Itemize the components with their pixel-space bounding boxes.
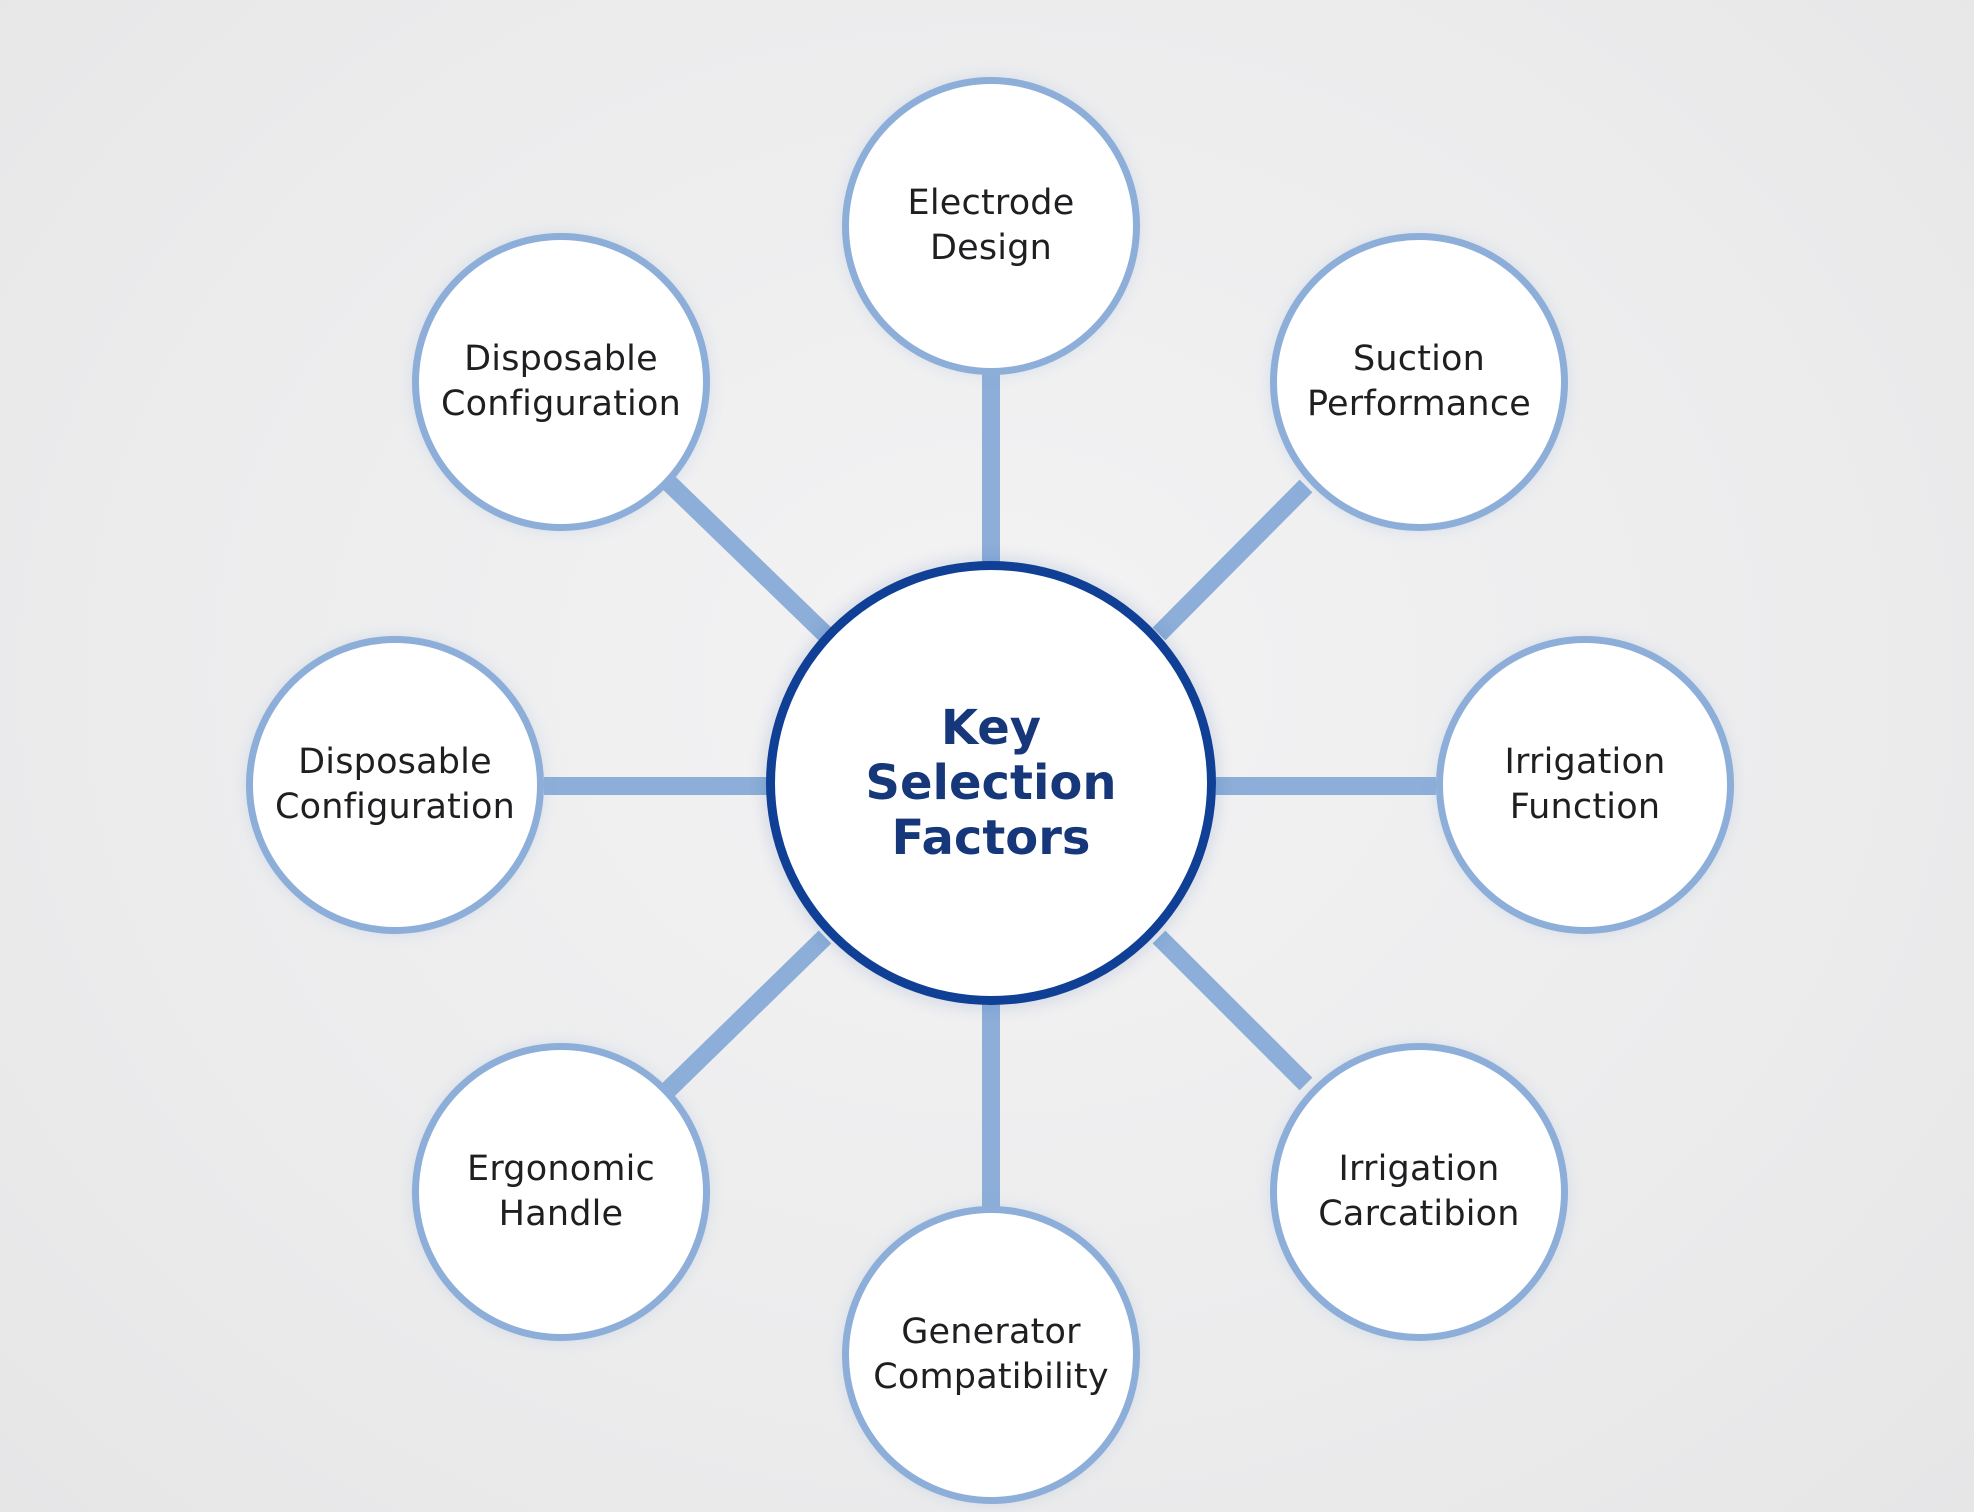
node-label: Ergonomic Handle — [467, 1147, 655, 1237]
node-disposable-configuration-left: Disposable Configuration — [246, 636, 544, 934]
central-label-line: Key — [940, 699, 1042, 756]
node-label-line: Configuration — [441, 384, 681, 424]
node-label: Irrigation Carcatibion — [1318, 1147, 1519, 1237]
node-label-line: Generator — [901, 1312, 1081, 1352]
node-label: Suction Performance — [1307, 337, 1531, 427]
node-ergonomic-handle: Ergonomic Handle — [412, 1043, 710, 1341]
central-node-label: Key Selection Factors — [865, 699, 1117, 866]
central-label-line: Factors — [891, 809, 1091, 866]
node-label-line: Performance — [1307, 384, 1531, 424]
central-label-line: Selection — [865, 754, 1117, 811]
node-label: Electrode Design — [908, 181, 1075, 271]
node-label: Disposable Configuration — [441, 337, 681, 427]
node-electrode-design: Electrode Design — [842, 77, 1140, 375]
node-label-line: Configuration — [275, 787, 515, 827]
node-label-line: Ergonomic — [467, 1149, 655, 1189]
node-label-line: Disposable — [298, 742, 492, 782]
node-label-line: Irrigation — [1338, 1149, 1500, 1189]
connector-disposable-configuration-top-left — [660, 474, 832, 641]
connector-irrigation-carcatibion — [1152, 930, 1313, 1091]
node-label: Generator Compatibility — [873, 1310, 1108, 1400]
node-irrigation-carcatibion: Irrigation Carcatibion — [1270, 1043, 1568, 1341]
node-label-line: Electrode — [907, 183, 1075, 223]
node-label-line: Function — [1509, 787, 1661, 827]
node-generator-compatibility: Generator Compatibility — [842, 1206, 1140, 1504]
node-label-line: Carcatibion — [1318, 1194, 1520, 1234]
node-label: Irrigation Function — [1505, 740, 1666, 830]
node-label-line: Handle — [498, 1194, 624, 1234]
node-label-line: Suction — [1352, 339, 1486, 379]
node-label-line: Disposable — [464, 339, 658, 379]
node-label-line: Irrigation — [1504, 742, 1666, 782]
connector-suction-performance — [1152, 479, 1313, 641]
node-disposable-configuration-top-left: Disposable Configuration — [412, 233, 710, 531]
connector-ergonomic-handle — [660, 930, 832, 1098]
node-label-line: Compatibility — [873, 1357, 1109, 1397]
node-label-line: Design — [929, 228, 1053, 268]
node-suction-performance: Suction Performance — [1270, 233, 1568, 531]
central-node-key-selection-factors: Key Selection Factors — [766, 561, 1216, 1005]
node-label: Disposable Configuration — [275, 740, 515, 830]
node-irrigation-function: Irrigation Function — [1436, 636, 1734, 934]
